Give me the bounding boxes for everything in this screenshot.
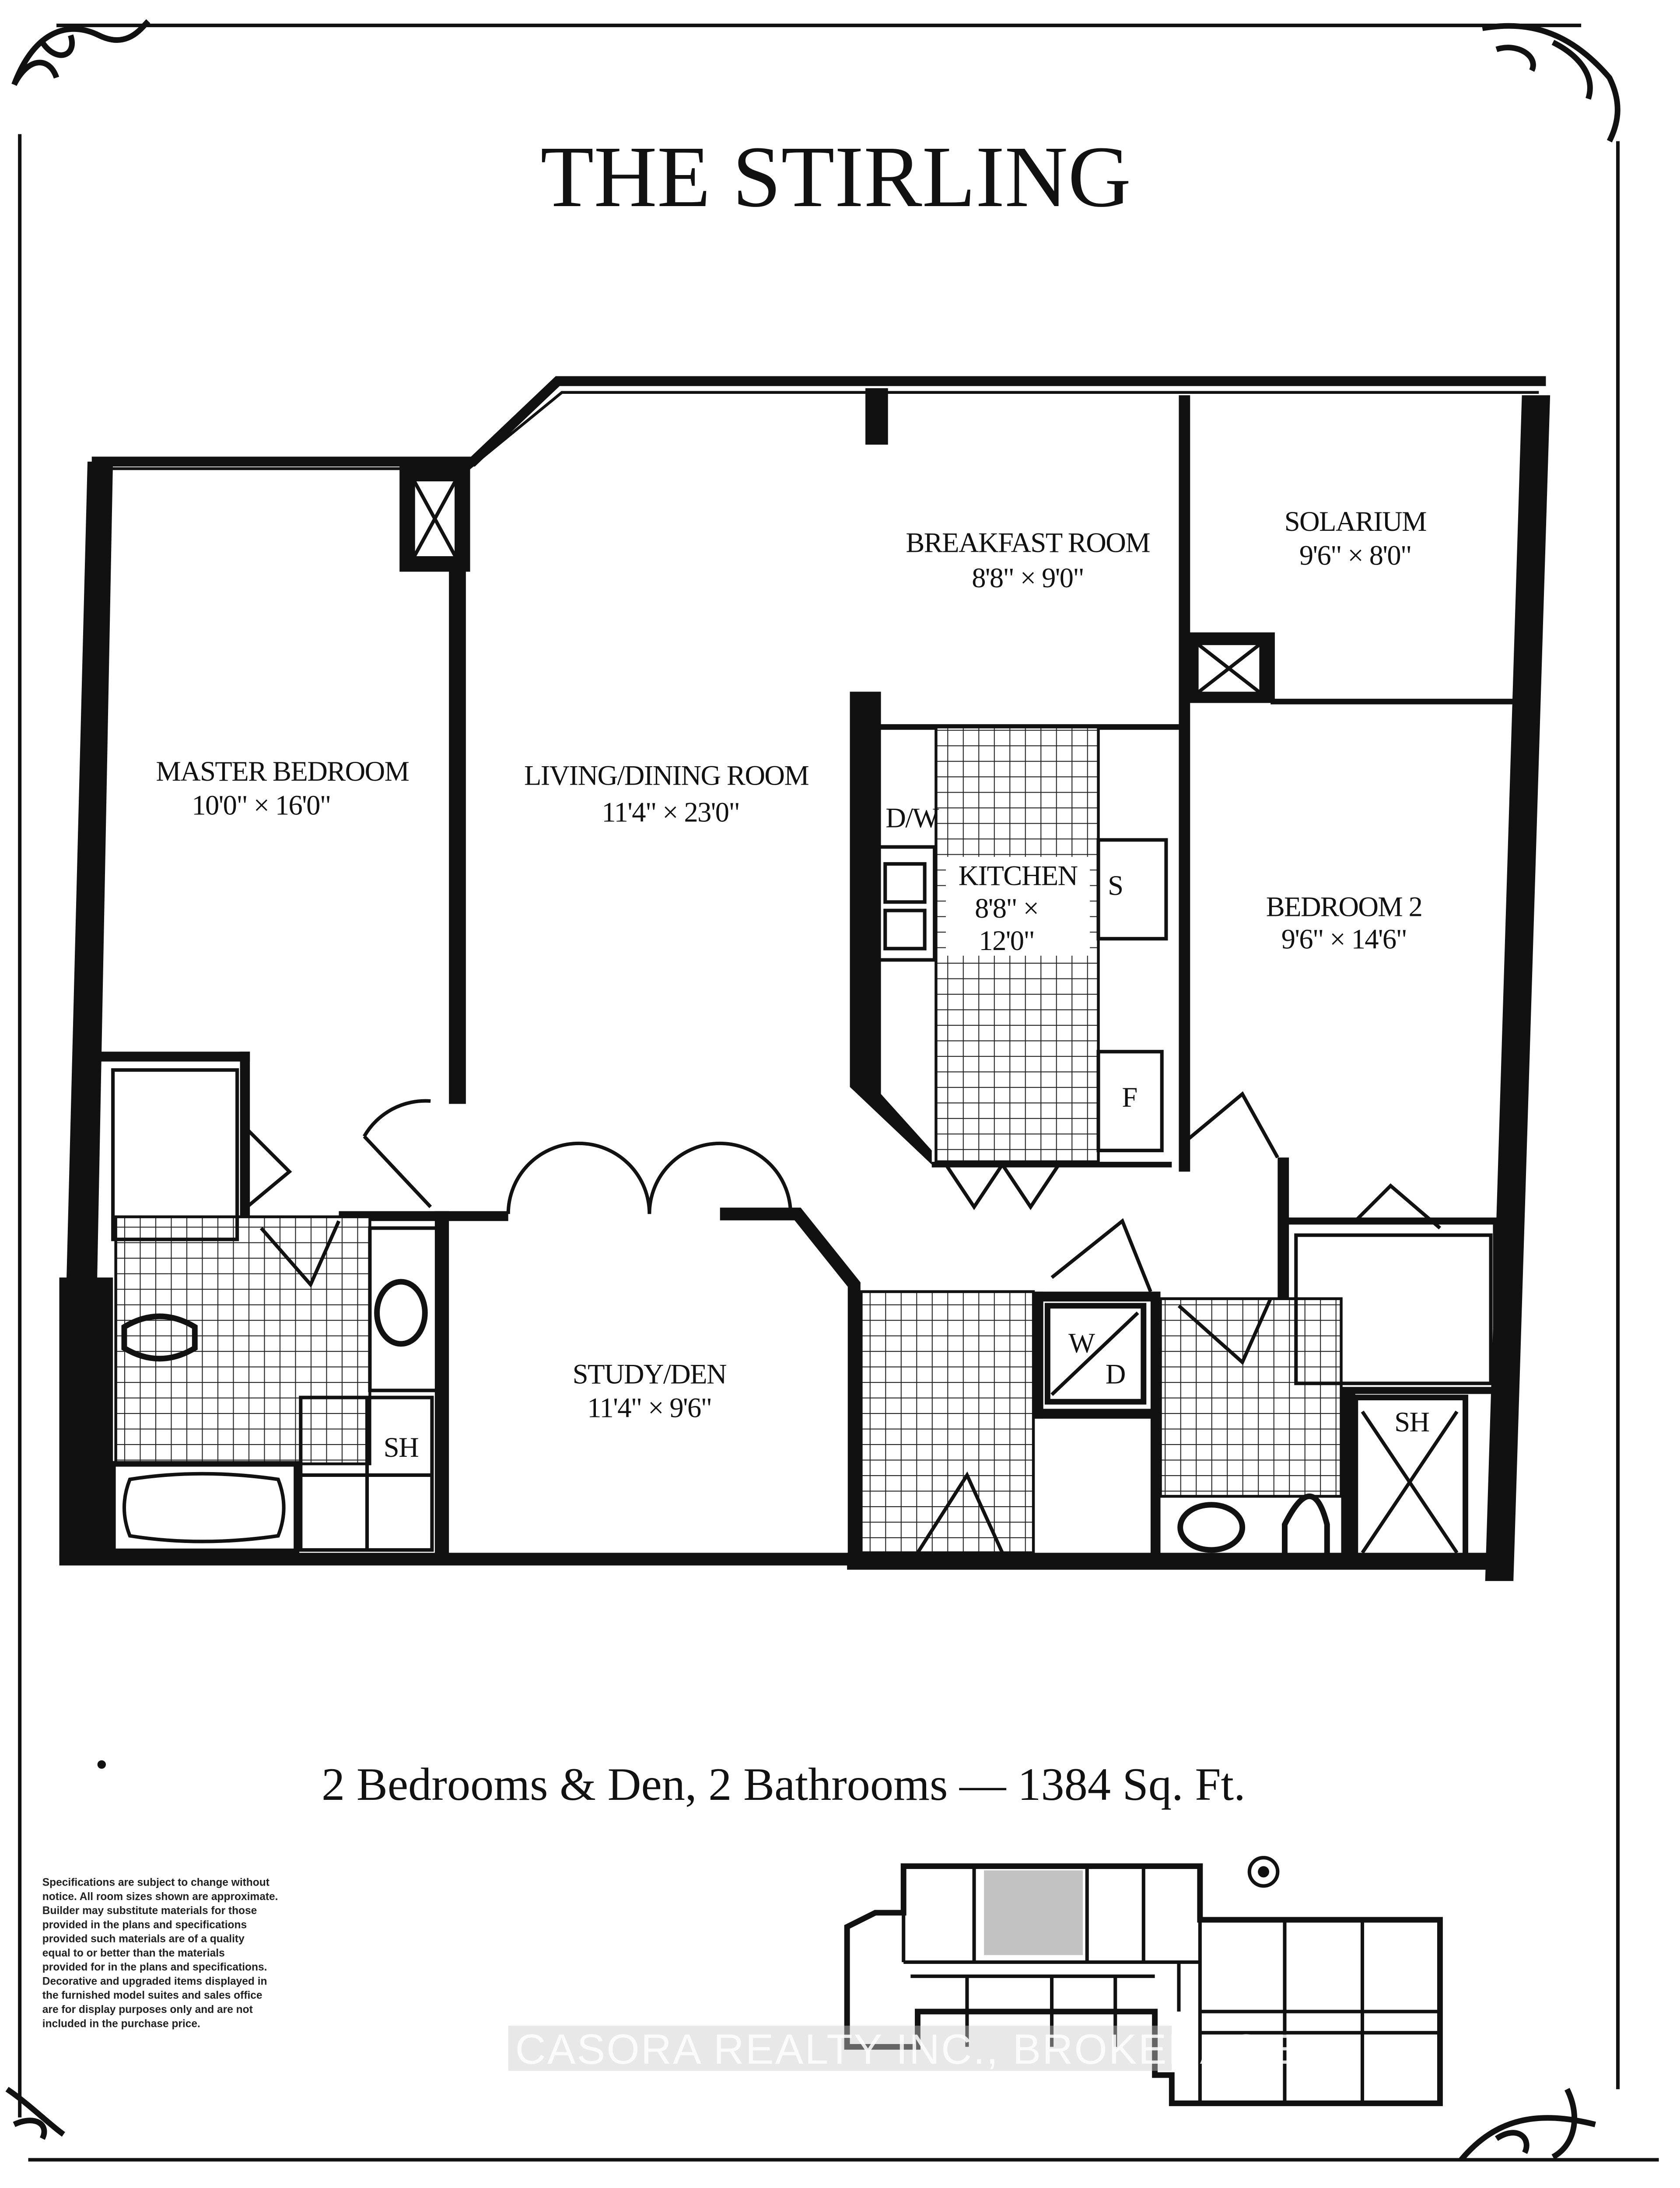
svg-text:provided such materials are of: provided such materials are of a quality [42, 1933, 245, 1945]
study-den-size: 11'4" × 9'6" [587, 1392, 711, 1424]
solarium-size: 9'6" × 8'0" [1299, 540, 1411, 571]
bedroom-2-size: 9'6" × 14'6" [1281, 924, 1407, 955]
fridge-label: F [1122, 1082, 1137, 1113]
page-border [18, 24, 1659, 2162]
kitchen-label: KITCHEN [959, 860, 1078, 891]
kitchen-size-length: 12'0" [979, 925, 1034, 956]
svg-text:provided in the plans and spec: provided in the plans and specifications [42, 1919, 247, 1931]
interior-walls [91, 388, 1514, 1567]
svg-text:Builder may substitute materia: Builder may substitute materials for tho… [42, 1905, 257, 1917]
shower-label-master: SH [384, 1432, 418, 1463]
tiled-floors [114, 726, 1343, 1554]
svg-text:Specifications are subject to: Specifications are subject to change wit… [42, 1877, 270, 1889]
unit-summary: 2 Bedrooms & Den, 2 Bathrooms — 1384 Sq.… [322, 1759, 1246, 1810]
washer-label: W [1068, 1327, 1095, 1358]
doors [245, 1091, 1442, 1554]
stove-label: S [1108, 870, 1123, 901]
shower-label-bedroom2: SH [1394, 1406, 1429, 1438]
study-den-label: STUDY/DEN [573, 1358, 727, 1389]
plan-title: THE STIRLING [540, 129, 1131, 225]
watermark-band [508, 2026, 1172, 2071]
kitchen-size-width: 8'8" × [975, 893, 1038, 924]
svg-text:equal to or better than the ma: equal to or better than the materials [42, 1947, 225, 1959]
dishwasher-label: D/W [886, 802, 939, 833]
svg-text:notice. All room sizes shown a: notice. All room sizes shown are approxi… [42, 1891, 278, 1903]
dryer-label: D [1106, 1358, 1125, 1389]
breakfast-room-size: 8'8" × 9'0" [972, 562, 1084, 593]
disclaimer: Specifications are subject to change wit… [42, 1877, 278, 2030]
breakfast-room-label: BREAKFAST ROOM [906, 527, 1150, 558]
exterior-walls [59, 376, 1550, 1581]
svg-text:provided for in the plans and: provided for in the plans and specificat… [42, 1961, 267, 1973]
svg-text:Decorative and upgraded items: Decorative and upgraded items displayed … [42, 1975, 267, 1987]
living-dining-size: 11'4" × 23'0" [602, 796, 739, 828]
solarium-label: SOLARIUM [1284, 506, 1426, 537]
svg-text:are for display purposes only: are for display purposes only and are no… [42, 2004, 253, 2016]
svg-text:included in the purchase price: included in the purchase price. [42, 2018, 200, 2030]
watermark: CASORA REALTY INC., BROKERAGE [515, 2025, 1294, 2073]
fixtures [110, 838, 1493, 1563]
master-bedroom-label: MASTER BEDROOM [156, 756, 409, 787]
corner-ornament-icon [5, 19, 1620, 2162]
bedroom-2-label: BEDROOM 2 [1266, 891, 1422, 922]
living-dining-label: LIVING/DINING ROOM [524, 760, 808, 791]
svg-text:the furnished model suites and: the furnished model suites and sales off… [42, 1990, 262, 2002]
master-bedroom-size: 10'0" × 16'0" [192, 789, 330, 820]
building-key-plan [844, 1856, 1443, 2106]
